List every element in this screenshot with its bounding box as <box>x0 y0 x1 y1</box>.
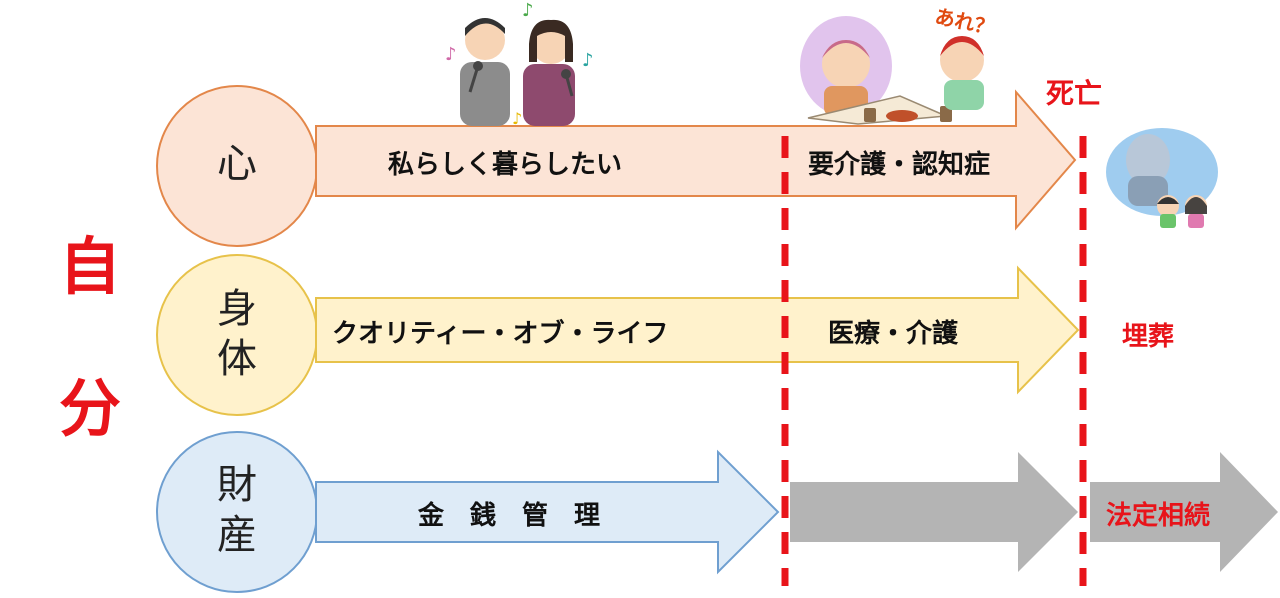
memorial-family-illustration <box>1106 128 1218 228</box>
assets-category-label-1: 財 <box>217 462 257 508</box>
svg-text:あれ？: あれ？ <box>933 4 997 40</box>
statutory-inheritance-label: 法定相続 <box>1106 501 1211 531</box>
dementia-couple-illustration: あれ？ <box>800 4 997 125</box>
karaoke-couple-illustration: ♪ ♪ ♪ ♪ <box>445 0 594 128</box>
self-label-char-2: 分 <box>58 372 121 445</box>
body-category-label-2: 体 <box>217 336 257 382</box>
assets-category-label-2: 産 <box>217 512 257 558</box>
death-label: 死亡 <box>1046 77 1103 110</box>
assets-phase1-text: 金 銭 管 理 <box>418 501 601 531</box>
body-phase2-text: 医療・介護 <box>828 319 959 349</box>
body-category-label-1: 身 <box>217 286 257 332</box>
self-label-char-1: 自 <box>58 230 121 303</box>
body-category-circle <box>156 254 318 416</box>
heart-phase1-text: 私らしく暮らしたい <box>388 150 623 180</box>
heart-phase2-text: 要介護・認知症 <box>808 150 991 180</box>
svg-text:♪: ♪ <box>522 0 534 21</box>
body-life-arrow <box>315 265 1080 395</box>
svg-text:♪: ♪ <box>512 109 522 128</box>
svg-text:♪: ♪ <box>582 50 594 71</box>
burial-label: 埋葬 <box>1122 322 1175 352</box>
svg-text:♪: ♪ <box>445 44 457 65</box>
heart-life-arrow <box>315 89 1077 231</box>
assets-management-arrow <box>315 449 780 575</box>
heart-category-label: 心 <box>217 141 257 187</box>
assets-gray-arrow-2 <box>1090 452 1278 572</box>
assets-gray-arrow-1 <box>790 452 1078 572</box>
body-phase1-text: クオリティー・オブ・ライフ <box>332 319 669 349</box>
